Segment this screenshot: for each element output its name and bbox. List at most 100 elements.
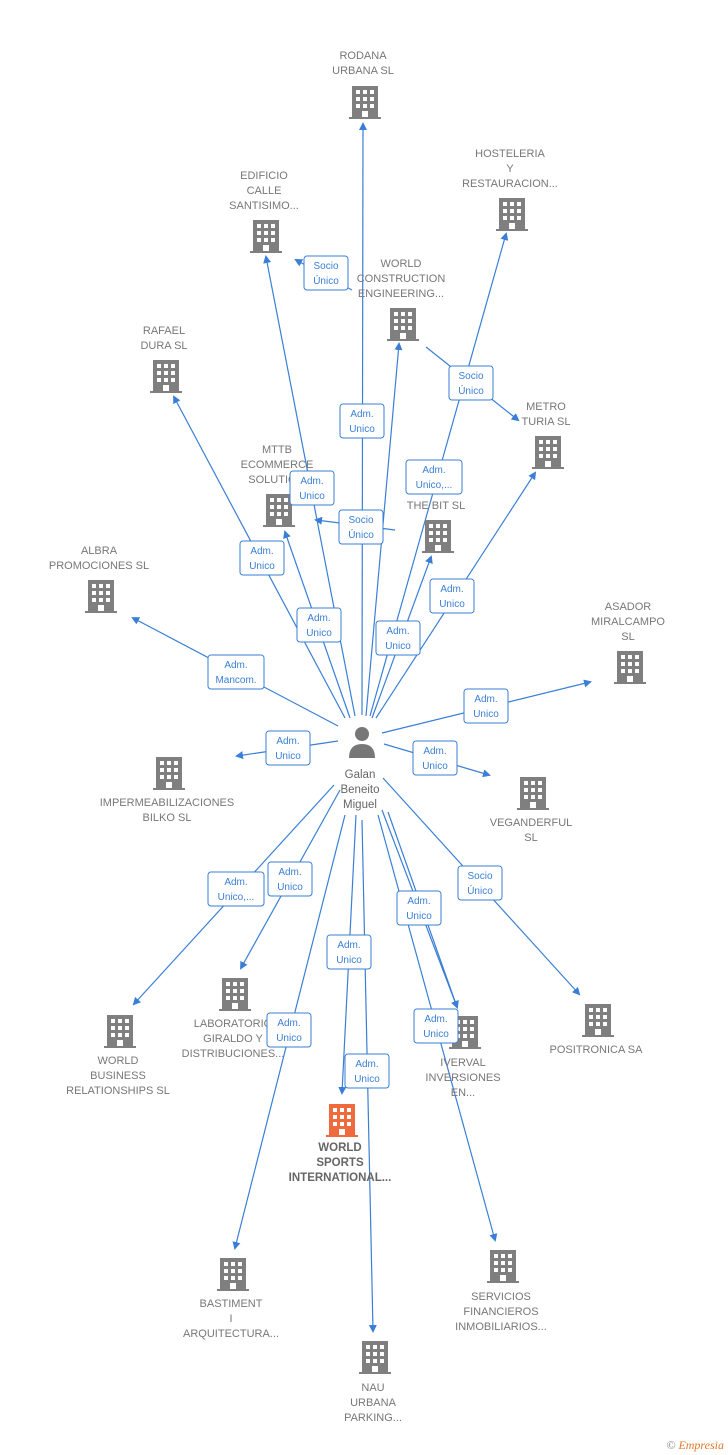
company-node-rafael[interactable]: RAFAEL DURA SL xyxy=(140,325,188,393)
company-node-nau[interactable]: NAUURBANAPARKING... xyxy=(344,1341,402,1424)
building-icon xyxy=(326,1104,358,1137)
role-label-line: Unico xyxy=(422,761,448,772)
role-label-line: Adm. xyxy=(440,584,463,595)
company-label-line: URBANA xyxy=(350,1397,397,1409)
role-label-box: Adm. Unico xyxy=(463,688,509,724)
role-label-line: Mancom. xyxy=(215,675,256,686)
company-label-line: INTERNATIONAL... xyxy=(289,1172,392,1184)
person-name-line: Galan xyxy=(345,769,376,781)
company-label-line: EN... xyxy=(451,1087,475,1099)
role-label-box: Adm.Unico,... xyxy=(207,871,265,907)
company-label-line: SL xyxy=(621,631,634,643)
role-label-line: Unico xyxy=(306,628,332,639)
role-label-line: Adm. xyxy=(224,877,247,888)
company-node-thebit[interactable]: THE BIT SL xyxy=(407,500,465,553)
company-label-line: PROMOCIONES SL xyxy=(49,560,149,572)
company-node-world_sports[interactable]: WORLD SPORTS INTERNATIONAL... xyxy=(289,1104,392,1184)
building-icon xyxy=(153,757,185,790)
role-label-box: Adm. Unico xyxy=(413,1008,459,1044)
building-icon xyxy=(532,436,564,469)
role-label-line: Adm. xyxy=(277,1018,300,1029)
role-label-line: Unico xyxy=(336,955,362,966)
role-label-line: Unico xyxy=(423,1029,449,1040)
company-label-line: Y xyxy=(506,163,514,175)
company-node-bastiment[interactable]: BASTIMENTIARQUITECTURA... xyxy=(183,1258,279,1340)
role-label-line: Adm. xyxy=(474,694,497,705)
role-label-line: Unico xyxy=(249,561,275,572)
role-label-box: Adm. Unico xyxy=(375,620,421,656)
person-name-line: Miguel xyxy=(343,799,377,811)
company-label-line: IVERVAL xyxy=(440,1057,485,1069)
person-name-line: Beneito xyxy=(340,784,379,796)
role-label-line: Adm. xyxy=(300,476,323,487)
role-label-line: Unico xyxy=(473,709,499,720)
building-icon xyxy=(217,1258,249,1291)
company-label-line: ALBRA xyxy=(81,545,118,557)
company-label-line: INMOBILIARIOS... xyxy=(455,1321,547,1333)
building-icon xyxy=(359,1341,391,1374)
role-label-line: Adm. xyxy=(307,613,330,624)
role-label-box: Adm. Unico xyxy=(296,607,342,643)
building-icon xyxy=(349,86,381,119)
company-label-line: SPORTS xyxy=(316,1157,364,1169)
company-node-albra[interactable]: ALBRA PROMOCIONES SL xyxy=(49,545,149,613)
role-label-box: Adm. Unico xyxy=(266,1012,312,1048)
company-node-servicios[interactable]: SERVICIOSFINANCIEROSINMOBILIARIOS... xyxy=(455,1250,547,1333)
company-label-line: I xyxy=(229,1313,232,1325)
company-node-world_construction[interactable]: WORLDCONSTRUCTIONENGINEERING... xyxy=(357,258,446,341)
role-label-line: Único xyxy=(348,528,374,541)
role-label-line: Socio xyxy=(348,515,373,526)
role-label-line: Adm. xyxy=(224,660,247,671)
footer-credit: © Empresia xyxy=(666,1438,724,1453)
role-label-line: Socio xyxy=(313,261,338,272)
company-label-line: NAU xyxy=(361,1382,384,1394)
company-node-metro[interactable]: METRO TURIA SL xyxy=(522,401,571,469)
company-label-line: RAFAEL xyxy=(143,325,185,337)
role-label-line: Unico xyxy=(299,491,325,502)
company-label-line: WORLD xyxy=(381,258,422,270)
role-label-line: Unico xyxy=(385,641,411,652)
role-label-box: Adm. Unico xyxy=(412,740,458,776)
building-icon xyxy=(614,651,646,684)
role-label-line: Adm. xyxy=(424,1014,447,1025)
role-label-line: Único xyxy=(467,884,493,897)
role-label-line: Unico xyxy=(354,1074,380,1085)
building-icon xyxy=(387,308,419,341)
company-label-line: POSITRONICA SA xyxy=(550,1044,644,1056)
role-label-line: Adm. xyxy=(276,736,299,747)
company-label-line: RELATIONSHIPS SL xyxy=(66,1085,170,1097)
company-node-positronica[interactable]: POSITRONICA SA xyxy=(550,1004,644,1056)
role-label-line: Adm. xyxy=(386,626,409,637)
role-label-line: Unico xyxy=(276,1033,302,1044)
company-label-line: TURIA SL xyxy=(522,416,571,428)
company-node-hosteleria[interactable]: HOSTELERIAYRESTAURACION... xyxy=(462,148,558,231)
role-label-line: Adm. xyxy=(407,896,430,907)
company-node-iverval[interactable]: IVERVALINVERSIONESEN... xyxy=(425,1016,501,1099)
company-label-line: SERVICIOS xyxy=(471,1291,531,1303)
role-label-line: Unico xyxy=(406,911,432,922)
company-node-edificio[interactable]: EDIFICIOCALLESANTISIMO... xyxy=(229,170,299,253)
role-label-box: Adm.Unico xyxy=(339,403,385,439)
role-label-box: Adm.Unico xyxy=(267,861,313,897)
building-icon xyxy=(487,1250,519,1283)
company-label-line: WORLD xyxy=(318,1142,361,1154)
company-label-line: METRO xyxy=(526,401,566,413)
company-label-line: MTTB xyxy=(262,444,292,456)
company-label-line: DURA SL xyxy=(140,340,187,352)
role-label-line: Unico xyxy=(275,751,301,762)
company-label-line: VEGANDERFUL xyxy=(490,817,573,829)
company-label-line: ASADOR xyxy=(605,601,652,613)
role-label-line: Adm. xyxy=(422,465,445,476)
company-label-line: CALLE xyxy=(247,185,282,197)
role-label-line: Adm. xyxy=(423,746,446,757)
building-icon xyxy=(496,198,528,231)
